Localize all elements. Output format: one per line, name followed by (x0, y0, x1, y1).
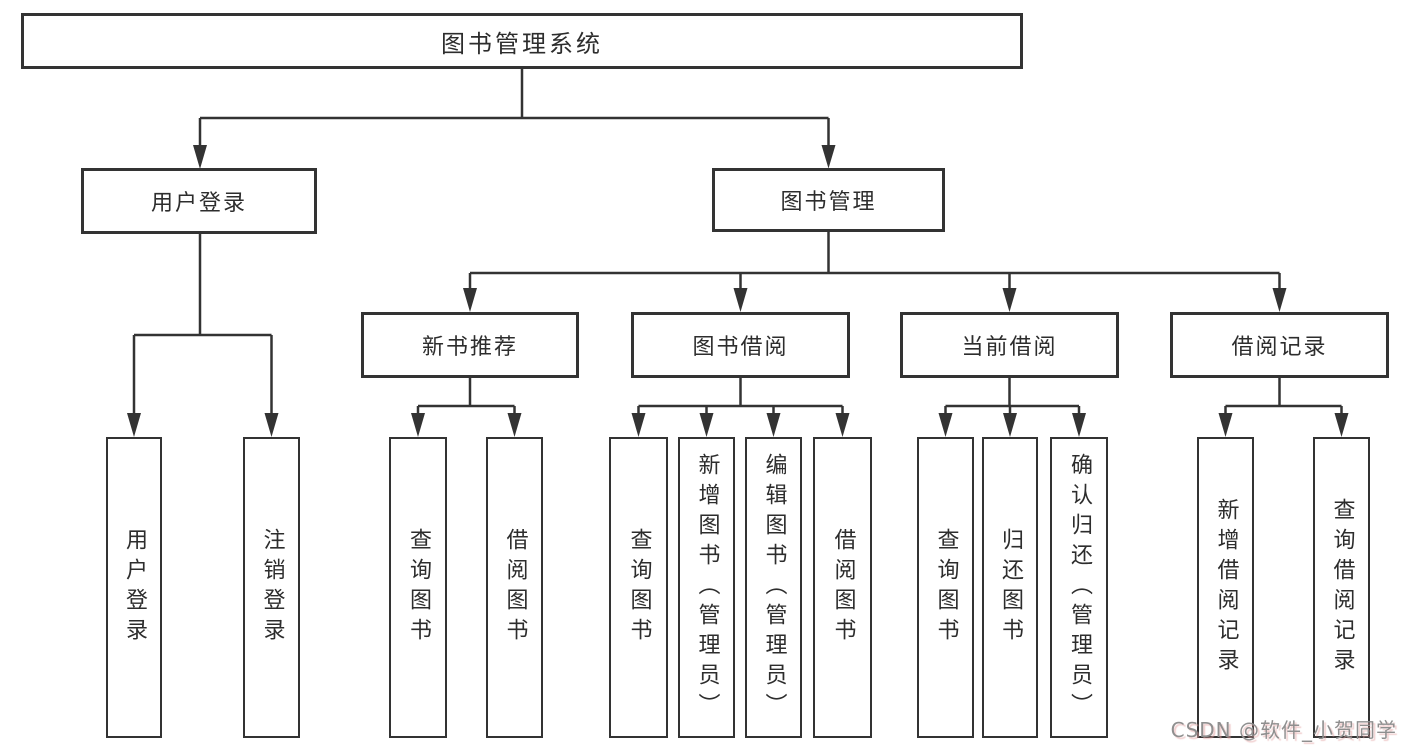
branch-user-login (127, 234, 279, 437)
branch-root (193, 69, 836, 169)
node-leaf-bb-edit-book: 编辑图书（管理员） (745, 437, 802, 738)
branch-new-book-recommend (411, 378, 522, 437)
arrow-down-icon (507, 413, 522, 437)
leaf-label: 新增借阅记录 (1213, 497, 1239, 678)
node-leaf-bb-add-book: 新增图书（管理员） (678, 437, 735, 738)
node-user-login: 用户登录 (81, 168, 317, 234)
arrow-down-icon (938, 413, 953, 437)
arrow-down-icon (127, 413, 141, 437)
arrow-down-icon (1218, 413, 1233, 437)
leaf-label: 查询图书 (406, 527, 431, 648)
node-current-borrow: 当前借阅 (900, 312, 1119, 378)
arrow-down-icon (733, 288, 748, 312)
node-leaf-nb-borrow-book: 借阅图书 (486, 437, 543, 738)
leaf-label: 查询图书 (933, 527, 959, 648)
node-borrow-records: 借阅记录 (1170, 312, 1389, 378)
node-leaf-cb-return-book: 归还图书 (982, 437, 1038, 738)
node-new-book-recommend: 新书推荐 (361, 312, 579, 378)
leaf-label: 确认归还（管理员） (1067, 452, 1092, 723)
arrow-down-icon (835, 413, 850, 437)
arrow-down-icon (1334, 413, 1349, 437)
node-leaf-br-add-record: 新增借阅记录 (1197, 437, 1254, 738)
node-leaf-logout: 注销登录 (243, 437, 300, 738)
arrow-down-icon (631, 413, 646, 437)
branch-book-management (463, 232, 1287, 312)
arrow-down-icon (411, 413, 425, 437)
arrow-down-icon (264, 413, 279, 437)
branch-borrow-records (1218, 378, 1349, 437)
leaf-label: 注销登录 (259, 527, 285, 648)
csdn-watermark: CSDN @软件_小贺同学 (1170, 718, 1397, 742)
leaf-label: 归还图书 (998, 527, 1023, 648)
arrow-down-icon (1072, 413, 1086, 437)
leaf-label: 编辑图书（管理员） (761, 452, 787, 723)
leaf-label: 借阅图书 (502, 527, 528, 648)
leaf-label: 查询图书 (626, 527, 652, 648)
arrow-down-icon (193, 145, 207, 169)
arrow-down-icon (1003, 413, 1017, 437)
arrow-down-icon (1002, 288, 1017, 312)
leaf-label: 查询借阅记录 (1329, 497, 1355, 678)
node-leaf-cb-query-book: 查询图书 (917, 437, 974, 738)
node-book-borrow: 图书借阅 (631, 312, 850, 378)
leaf-label: 借阅图书 (830, 527, 856, 648)
branch-book-borrow (631, 378, 850, 437)
node-leaf-user-login: 用户登录 (106, 437, 162, 738)
arrow-down-icon (766, 413, 781, 437)
arrow-down-icon (821, 145, 836, 169)
node-library-management-system: 图书管理系统 (21, 13, 1023, 69)
arrow-down-icon (463, 288, 477, 312)
node-leaf-nb-query-book: 查询图书 (389, 437, 447, 738)
arrow-down-icon (1272, 288, 1287, 312)
leaf-label: 用户登录 (122, 527, 147, 648)
node-leaf-bb-borrow-book: 借阅图书 (813, 437, 872, 738)
node-leaf-br-query-record: 查询借阅记录 (1313, 437, 1370, 738)
leaf-label: 新增图书（管理员） (694, 452, 720, 723)
node-book-management: 图书管理 (712, 168, 945, 232)
branch-current-borrow (938, 378, 1086, 437)
arrow-down-icon (699, 413, 714, 437)
node-leaf-cb-confirm-return: 确认归还（管理员） (1050, 437, 1108, 738)
node-leaf-bb-query-book: 查询图书 (609, 437, 668, 738)
